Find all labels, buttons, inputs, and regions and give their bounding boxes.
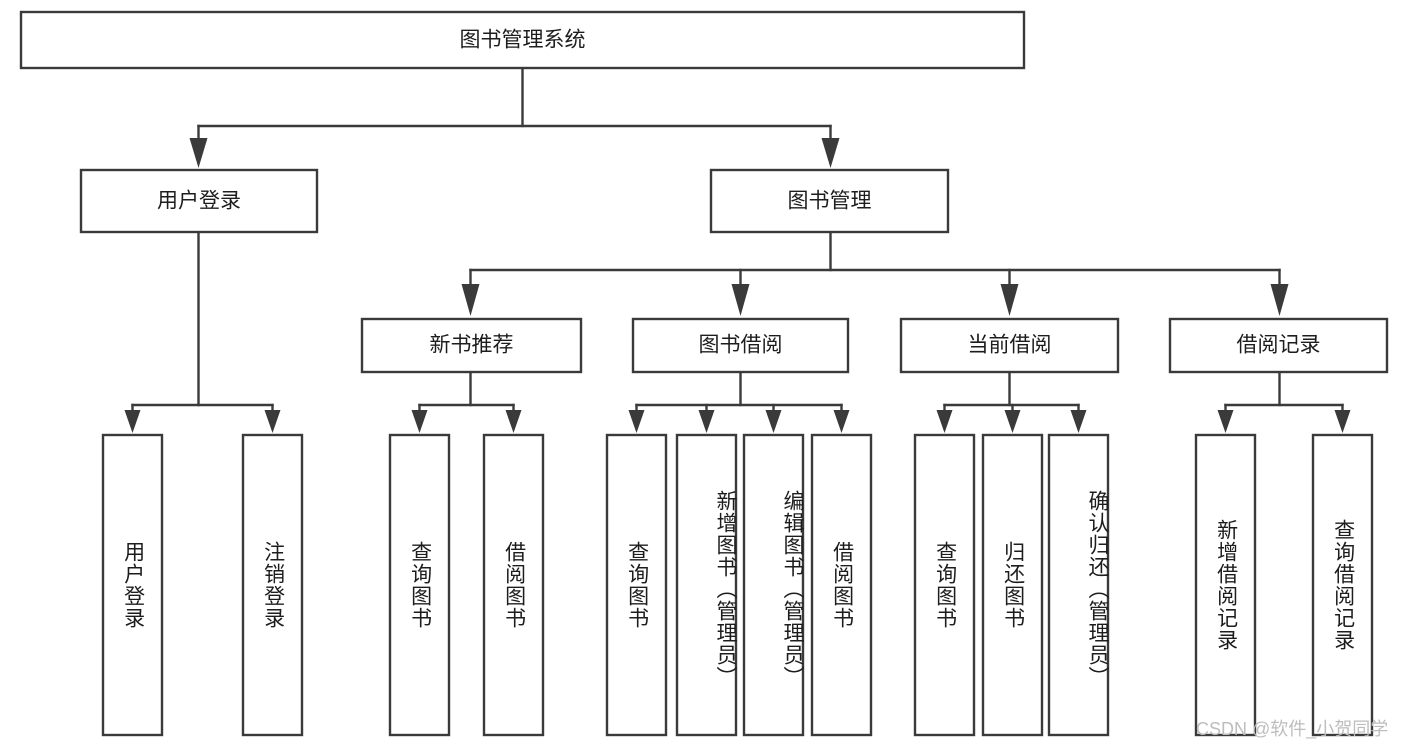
- node-leaf-user-login-box[interactable]: [101, 433, 164, 737]
- arrow-head-leaf-query-books-borrow: [628, 410, 645, 433]
- node-leaf-query-books-rec-box[interactable]: [388, 433, 451, 737]
- arrow-head-leaf-query-borrow-record: [1334, 410, 1351, 433]
- arrow-head-user-login: [189, 138, 208, 168]
- arrow-head-leaf-user-login: [124, 410, 141, 433]
- node-leaf-query-books-borrow-box[interactable]: [605, 433, 668, 737]
- node-user-login-label: 用户登录: [157, 190, 241, 213]
- csdn-watermark: CSDN @软件_小贺同学: [1196, 719, 1389, 739]
- node-borrow-records-label: 借阅记录: [1237, 334, 1321, 357]
- node-current-borrow-box[interactable]: [899, 317, 1120, 374]
- arrow-head-book-borrow: [731, 284, 750, 316]
- connector-new-book-recommend-to-leaves: [411, 370, 522, 433]
- node-leaf-edit-book-admin-box[interactable]: [742, 433, 805, 737]
- node-root-box[interactable]: [19, 10, 1026, 70]
- node-leaf-borrow-books-rec-box[interactable]: [482, 433, 545, 737]
- arrow-head-leaf-confirm-return-admin: [1070, 410, 1087, 433]
- arrow-head-leaf-borrow-books-rec: [505, 410, 522, 433]
- node-new-book-recommend-box[interactable]: [360, 317, 583, 374]
- node-current-borrow-label: 当前借阅: [968, 334, 1052, 357]
- node-leaf-add-borrow-record-box[interactable]: [1194, 433, 1257, 737]
- arrow-head-leaf-query-books-rec: [411, 410, 428, 433]
- arrow-head-new-book-recommend: [461, 284, 480, 316]
- connector-root-to-level2: [189, 66, 840, 168]
- arrow-head-leaf-user-logout: [264, 410, 281, 433]
- connector-user-login-to-leaves: [124, 230, 281, 433]
- arrow-head-leaf-borrow-book: [833, 410, 850, 433]
- node-leaf-add-book-admin-box[interactable]: [675, 433, 738, 737]
- arrow-head-leaf-add-borrow-record: [1217, 410, 1234, 433]
- arrow-head-current-borrow: [1000, 284, 1019, 316]
- arrow-head-book-management: [821, 138, 840, 168]
- arrow-head-leaf-query-books-current: [936, 410, 953, 433]
- node-leaf-query-borrow-record-box[interactable]: [1311, 433, 1374, 737]
- node-new-book-recommend-label: 新书推荐: [430, 334, 514, 357]
- node-leaf-user-logout-box[interactable]: [241, 433, 304, 737]
- connector-book-management-to-level3: [461, 230, 1289, 316]
- node-book-management-box[interactable]: [709, 168, 950, 234]
- node-leaf-return-book-box[interactable]: [981, 433, 1044, 737]
- arrow-head-borrow-records: [1270, 284, 1289, 316]
- node-user-login-box[interactable]: [79, 168, 319, 234]
- node-leaf-borrow-book-box[interactable]: [810, 433, 873, 737]
- node-leaf-confirm-return-admin-box[interactable]: [1047, 433, 1110, 737]
- node-leaf-query-books-current-box[interactable]: [913, 433, 976, 737]
- arrow-head-leaf-return-book: [1004, 410, 1021, 433]
- connector-book-borrow-to-leaves: [628, 370, 850, 433]
- connector-current-borrow-to-leaves: [936, 370, 1087, 433]
- arrow-head-leaf-edit-book-admin: [765, 410, 782, 433]
- connector-borrow-records-to-leaves: [1217, 370, 1351, 433]
- node-book-management-label: 图书管理: [788, 190, 872, 213]
- node-root-label: 图书管理系统: [460, 29, 586, 52]
- node-book-borrow-box[interactable]: [631, 317, 850, 374]
- arrow-head-leaf-add-book-admin: [698, 410, 715, 433]
- node-book-borrow-label: 图书借阅: [699, 334, 783, 357]
- node-borrow-records-box[interactable]: [1168, 317, 1389, 374]
